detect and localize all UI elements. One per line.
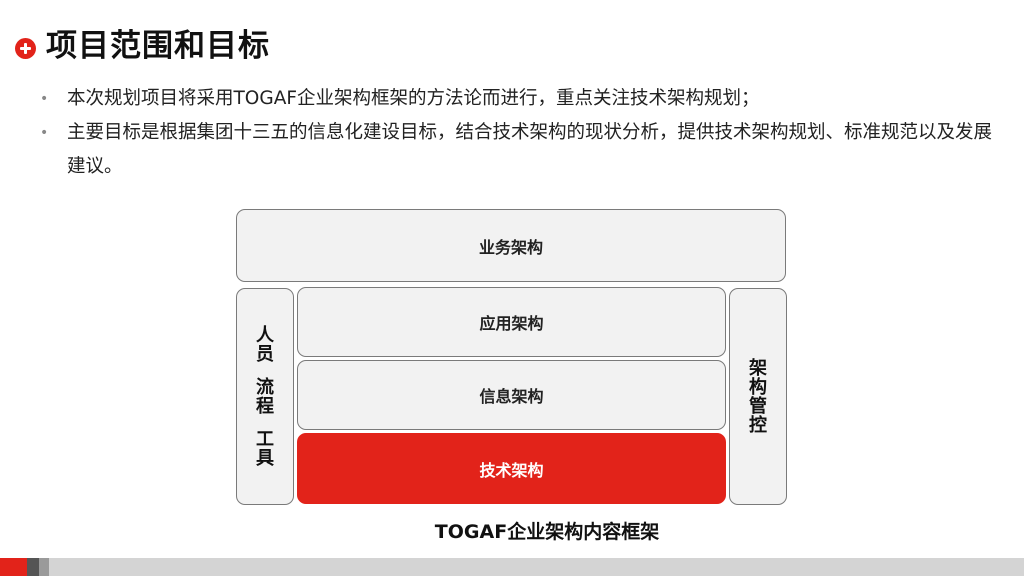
side-char: 管 <box>749 395 767 417</box>
side-char: 员 <box>256 343 274 365</box>
layer-technology: 技术架构 <box>297 433 726 504</box>
side-char: 构 <box>749 376 767 398</box>
bullet-item: • 主要目标是根据集团十三五的信息化建设目标，结合技术架构的现状分析，提供技术架… <box>36 116 996 184</box>
footer-accent-red <box>0 558 27 576</box>
side-architecture-governance: 架 构 管 控 <box>729 288 787 505</box>
side-char: 程 <box>256 395 274 417</box>
footer-accent-dark <box>27 558 39 576</box>
side-char: 工 <box>256 428 274 450</box>
plus-circle-icon <box>15 38 36 59</box>
layer-business: 业务架构 <box>236 209 786 282</box>
diagram-caption: TOGAF企业架构内容框架 <box>434 521 660 543</box>
layer-application-label: 应用架构 <box>479 314 544 333</box>
layer-application: 应用架构 <box>297 287 726 357</box>
page-title: 项目范围和目标 <box>46 28 270 64</box>
bullet-dot-icon: • <box>40 91 49 107</box>
footer-accent-gray <box>39 558 49 576</box>
bullet-dot-icon: • <box>40 125 49 141</box>
layer-technology-label: 技术架构 <box>479 460 544 480</box>
side-people-process-tools-label: 人 员 流 程 工 具 <box>256 326 274 468</box>
side-char: 人 <box>256 324 274 346</box>
bullet-item: • 本次规划项目将采用TOGAF企业架构框架的方法论而进行，重点关注技术架构规划… <box>36 82 996 116</box>
layer-business-label: 业务架构 <box>478 237 543 257</box>
bullet-list: • 本次规划项目将采用TOGAF企业架构框架的方法论而进行，重点关注技术架构规划… <box>36 82 996 184</box>
footer-bar <box>0 558 1024 576</box>
side-char: 架 <box>749 357 767 379</box>
layer-information-label: 信息架构 <box>479 387 544 406</box>
bullet-text: 本次规划项目将采用TOGAF企业架构框架的方法论而进行，重点关注技术架构规划； <box>67 88 760 109</box>
side-architecture-governance-label: 架 构 管 控 <box>749 359 767 435</box>
layer-information: 信息架构 <box>297 360 726 430</box>
side-char: 控 <box>749 414 767 436</box>
side-char: 流 <box>256 376 274 398</box>
side-people-process-tools: 人 员 流 程 工 具 <box>236 288 294 505</box>
side-char: 具 <box>256 447 274 469</box>
bullet-text: 主要目标是根据集团十三五的信息化建设目标，结合技术架构的现状分析，提供技术架构规… <box>67 122 993 177</box>
